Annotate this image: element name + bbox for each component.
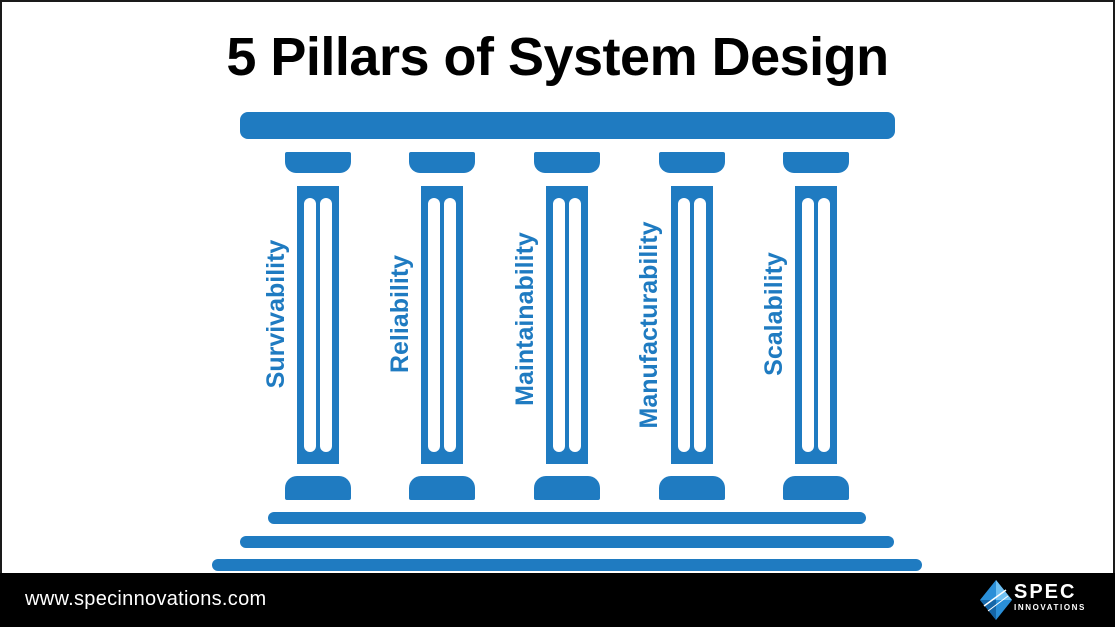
logo-wordmark: SPEC <box>1014 581 1077 603</box>
page-title: 5 Pillars of System Design <box>226 27 889 87</box>
pillar-flute <box>444 198 456 452</box>
stylobate-step-2 <box>240 536 894 548</box>
pillar-5-shaft <box>795 186 837 464</box>
pillar-3-capital <box>534 152 600 173</box>
pillar-2-shaft <box>421 186 463 464</box>
pillar-flute <box>320 198 332 452</box>
pillar-2-capital <box>409 152 475 173</box>
footer-url: www.specinnovations.com <box>25 588 267 610</box>
pillar-4-shaft <box>671 186 713 464</box>
pillar-1-shaft <box>297 186 339 464</box>
entablature <box>240 112 895 139</box>
pillar-flute <box>802 198 814 452</box>
pillar-flute <box>678 198 690 452</box>
pillar-4-capital <box>659 152 725 173</box>
pillar-flute <box>304 198 316 452</box>
pillar-flute <box>428 198 440 452</box>
stylobate-step-3 <box>212 559 922 571</box>
pillar-3-base <box>534 476 600 500</box>
logo-subtitle: INNOVATIONS <box>1014 603 1086 612</box>
pillar-flute <box>694 198 706 452</box>
pillar-5-capital <box>783 152 849 173</box>
pillar-4-label: Manufacturability <box>635 221 663 429</box>
stylobate-step-1 <box>268 512 866 524</box>
slide-frame <box>0 0 1115 573</box>
pillar-5-label: Scalability <box>760 252 788 376</box>
pillar-3-label: Maintainability <box>511 232 539 406</box>
pillar-2-label: Reliability <box>386 254 414 374</box>
pillar-1-capital <box>285 152 351 173</box>
pillar-flute <box>818 198 830 452</box>
spec-logo: SPEC INNOVATIONS <box>980 579 1102 621</box>
pillar-1-label: Survivability <box>262 239 290 389</box>
pillar-3-shaft <box>546 186 588 464</box>
pillar-5-base <box>783 476 849 500</box>
diamond-logo-icon <box>980 580 1012 620</box>
pillar-flute <box>569 198 581 452</box>
footer-bar: www.specinnovations.com SPEC INNOVATIONS <box>0 573 1115 627</box>
pillar-4-base <box>659 476 725 500</box>
pillar-2-base <box>409 476 475 500</box>
pillar-flute <box>553 198 565 452</box>
pillar-1-base <box>285 476 351 500</box>
